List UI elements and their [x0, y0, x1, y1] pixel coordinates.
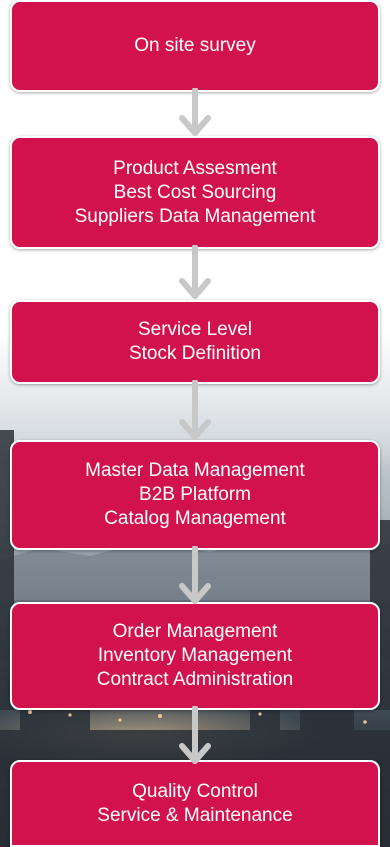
step-label-line: Quality Control	[132, 780, 258, 802]
step-on-site-survey: On site survey	[10, 0, 380, 92]
down-arrow-icon	[179, 380, 211, 440]
down-arrow-icon	[179, 546, 211, 604]
step-label-line: Stock Definition	[128, 343, 261, 364]
step-label-line: Service & Maintenance	[97, 804, 293, 826]
step-label-line: Contract Administration	[96, 669, 294, 690]
step-service-level: Service Level Stock Definition	[10, 300, 380, 384]
step-quality-control: Quality Control Service & Maintenance	[10, 760, 380, 847]
step-label-line: Master Data Management	[85, 460, 305, 481]
step-label-line: Best Cost Sourcing	[113, 181, 277, 203]
step-order-management: Order Management Inventory Management Co…	[10, 602, 380, 710]
step-label-line: Service Level	[137, 319, 253, 340]
step-label: On site survey	[134, 35, 256, 56]
down-arrow-icon	[179, 245, 211, 299]
step-label-line: B2B Platform	[139, 484, 251, 505]
step-product-assessment: Product Assesment Best Cost Sourcing Sup…	[10, 136, 380, 249]
step-label-line: Suppliers Data Management	[74, 205, 316, 227]
step-label-line: Product Assesment	[113, 157, 277, 179]
down-arrow-icon	[179, 88, 211, 136]
step-master-data-management: Master Data Management B2B Platform Cata…	[10, 440, 380, 550]
step-label-line: Order Management	[112, 621, 278, 642]
step-label-line: Catalog Management	[104, 508, 286, 529]
step-label-line: Inventory Management	[97, 645, 293, 666]
down-arrow-icon	[179, 706, 211, 764]
